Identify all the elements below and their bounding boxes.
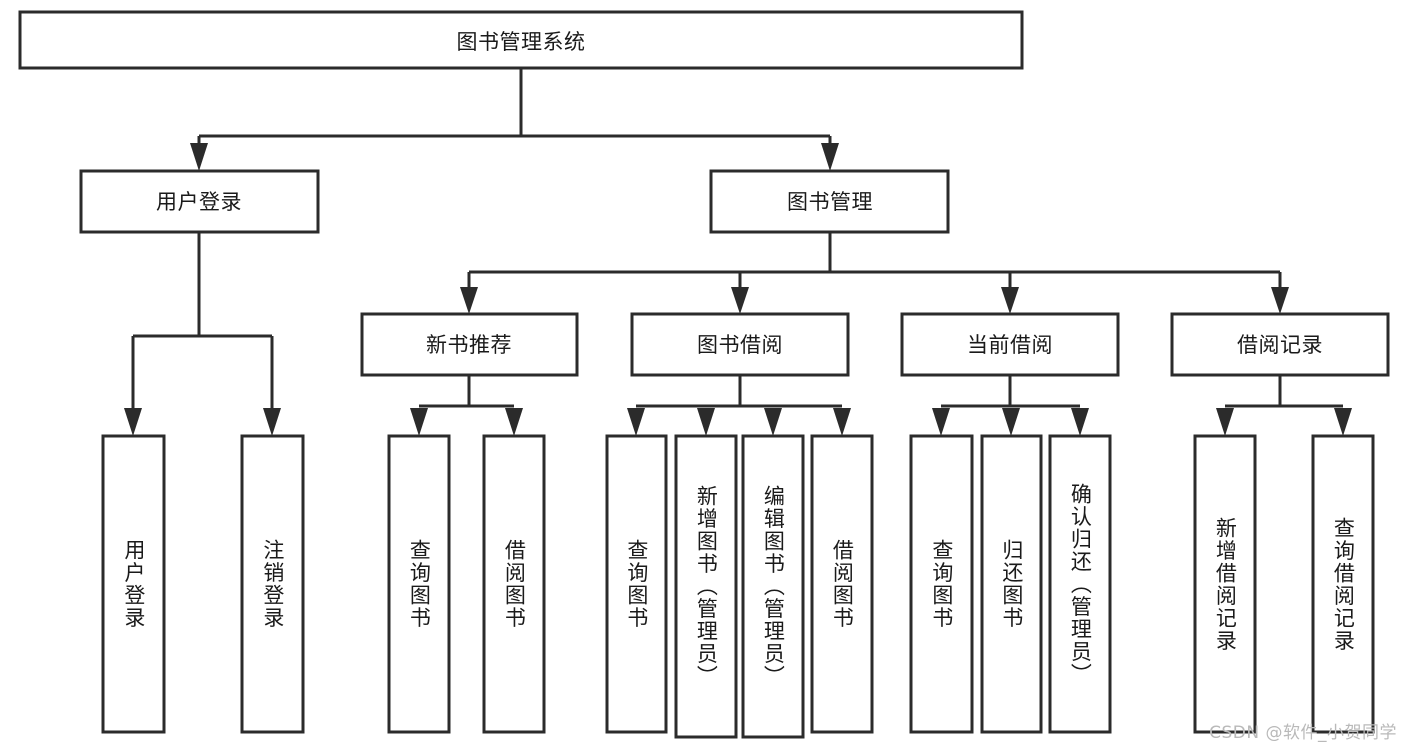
node-book-manage-label: 图书管理 [787,190,873,214]
arrow-head-user-login [190,143,208,171]
node-leaf-borrow-book-2-box[interactable] [810,434,874,734]
node-book-borrow-box[interactable] [630,312,850,377]
connector-layer [124,68,1352,436]
arrow-head-leaf-add-book [697,408,715,436]
node-new-book-recommend-box[interactable] [360,312,579,377]
watermark-text: CSDN @软件_小贺同学 [1209,723,1397,743]
arrow-head-leaf-borrow-book-1 [505,408,523,436]
node-leaf-query-book-3-box[interactable] [909,434,974,734]
arrow-head-leaf-return-book [1002,408,1020,436]
arrow-head-leaf-edit-book [764,408,782,436]
arrow-head-leaf-add-record [1216,408,1234,436]
node-root-label: 图书管理系统 [457,30,586,54]
node-borrow-record-box[interactable] [1170,312,1390,377]
node-leaf-add-record-box[interactable] [1193,434,1257,734]
node-borrow-record-label: 借阅记录 [1237,333,1323,357]
node-book-manage-box[interactable] [709,169,950,234]
node-layer: 图书管理系统 用户登录 图书管理 新书推荐 图书借阅 当前借阅 借阅记录 [18,10,1390,739]
node-user-login-label: 用户登录 [156,190,242,214]
arrow-head-leaf-query-book-1 [410,408,428,436]
node-leaf-query-record-box[interactable] [1311,434,1375,734]
node-leaf-add-book-box[interactable] [674,434,738,739]
node-leaf-borrow-book-1-box[interactable] [482,434,546,734]
node-leaf-return-book-box[interactable] [980,434,1043,734]
arrow-head-leaf-user-login [124,408,142,436]
node-root-box[interactable] [18,10,1024,70]
node-leaf-user-login-box[interactable] [101,434,166,734]
arrow-head-book-manage [821,143,839,171]
arrow-head-borrow-record [1271,287,1289,314]
node-leaf-query-book-2-box[interactable] [605,434,668,734]
node-leaf-query-book-1-box[interactable] [387,434,451,734]
arrow-head-new-book-recommend [460,287,478,314]
node-current-borrow-box[interactable] [900,312,1120,377]
arrow-head-leaf-borrow-book-2 [833,408,851,436]
node-user-login-box[interactable] [79,169,320,234]
arrow-head-leaf-logout [263,408,281,436]
arrow-head-leaf-query-record [1334,408,1352,436]
arrow-head-leaf-confirm-return [1071,408,1089,436]
arrow-head-book-borrow [731,287,749,314]
node-leaf-edit-book-box[interactable] [741,434,805,739]
arrow-head-current-borrow [1001,287,1019,314]
arrow-head-leaf-query-book-3 [932,408,950,436]
node-new-book-recommend-label: 新书推荐 [426,333,512,357]
node-book-borrow-label: 图书借阅 [697,333,783,357]
node-current-borrow-label: 当前借阅 [967,333,1053,357]
arrow-head-leaf-query-book-2 [627,408,645,436]
node-leaf-confirm-return-box[interactable] [1048,434,1112,734]
node-leaf-logout-box[interactable] [240,434,305,734]
